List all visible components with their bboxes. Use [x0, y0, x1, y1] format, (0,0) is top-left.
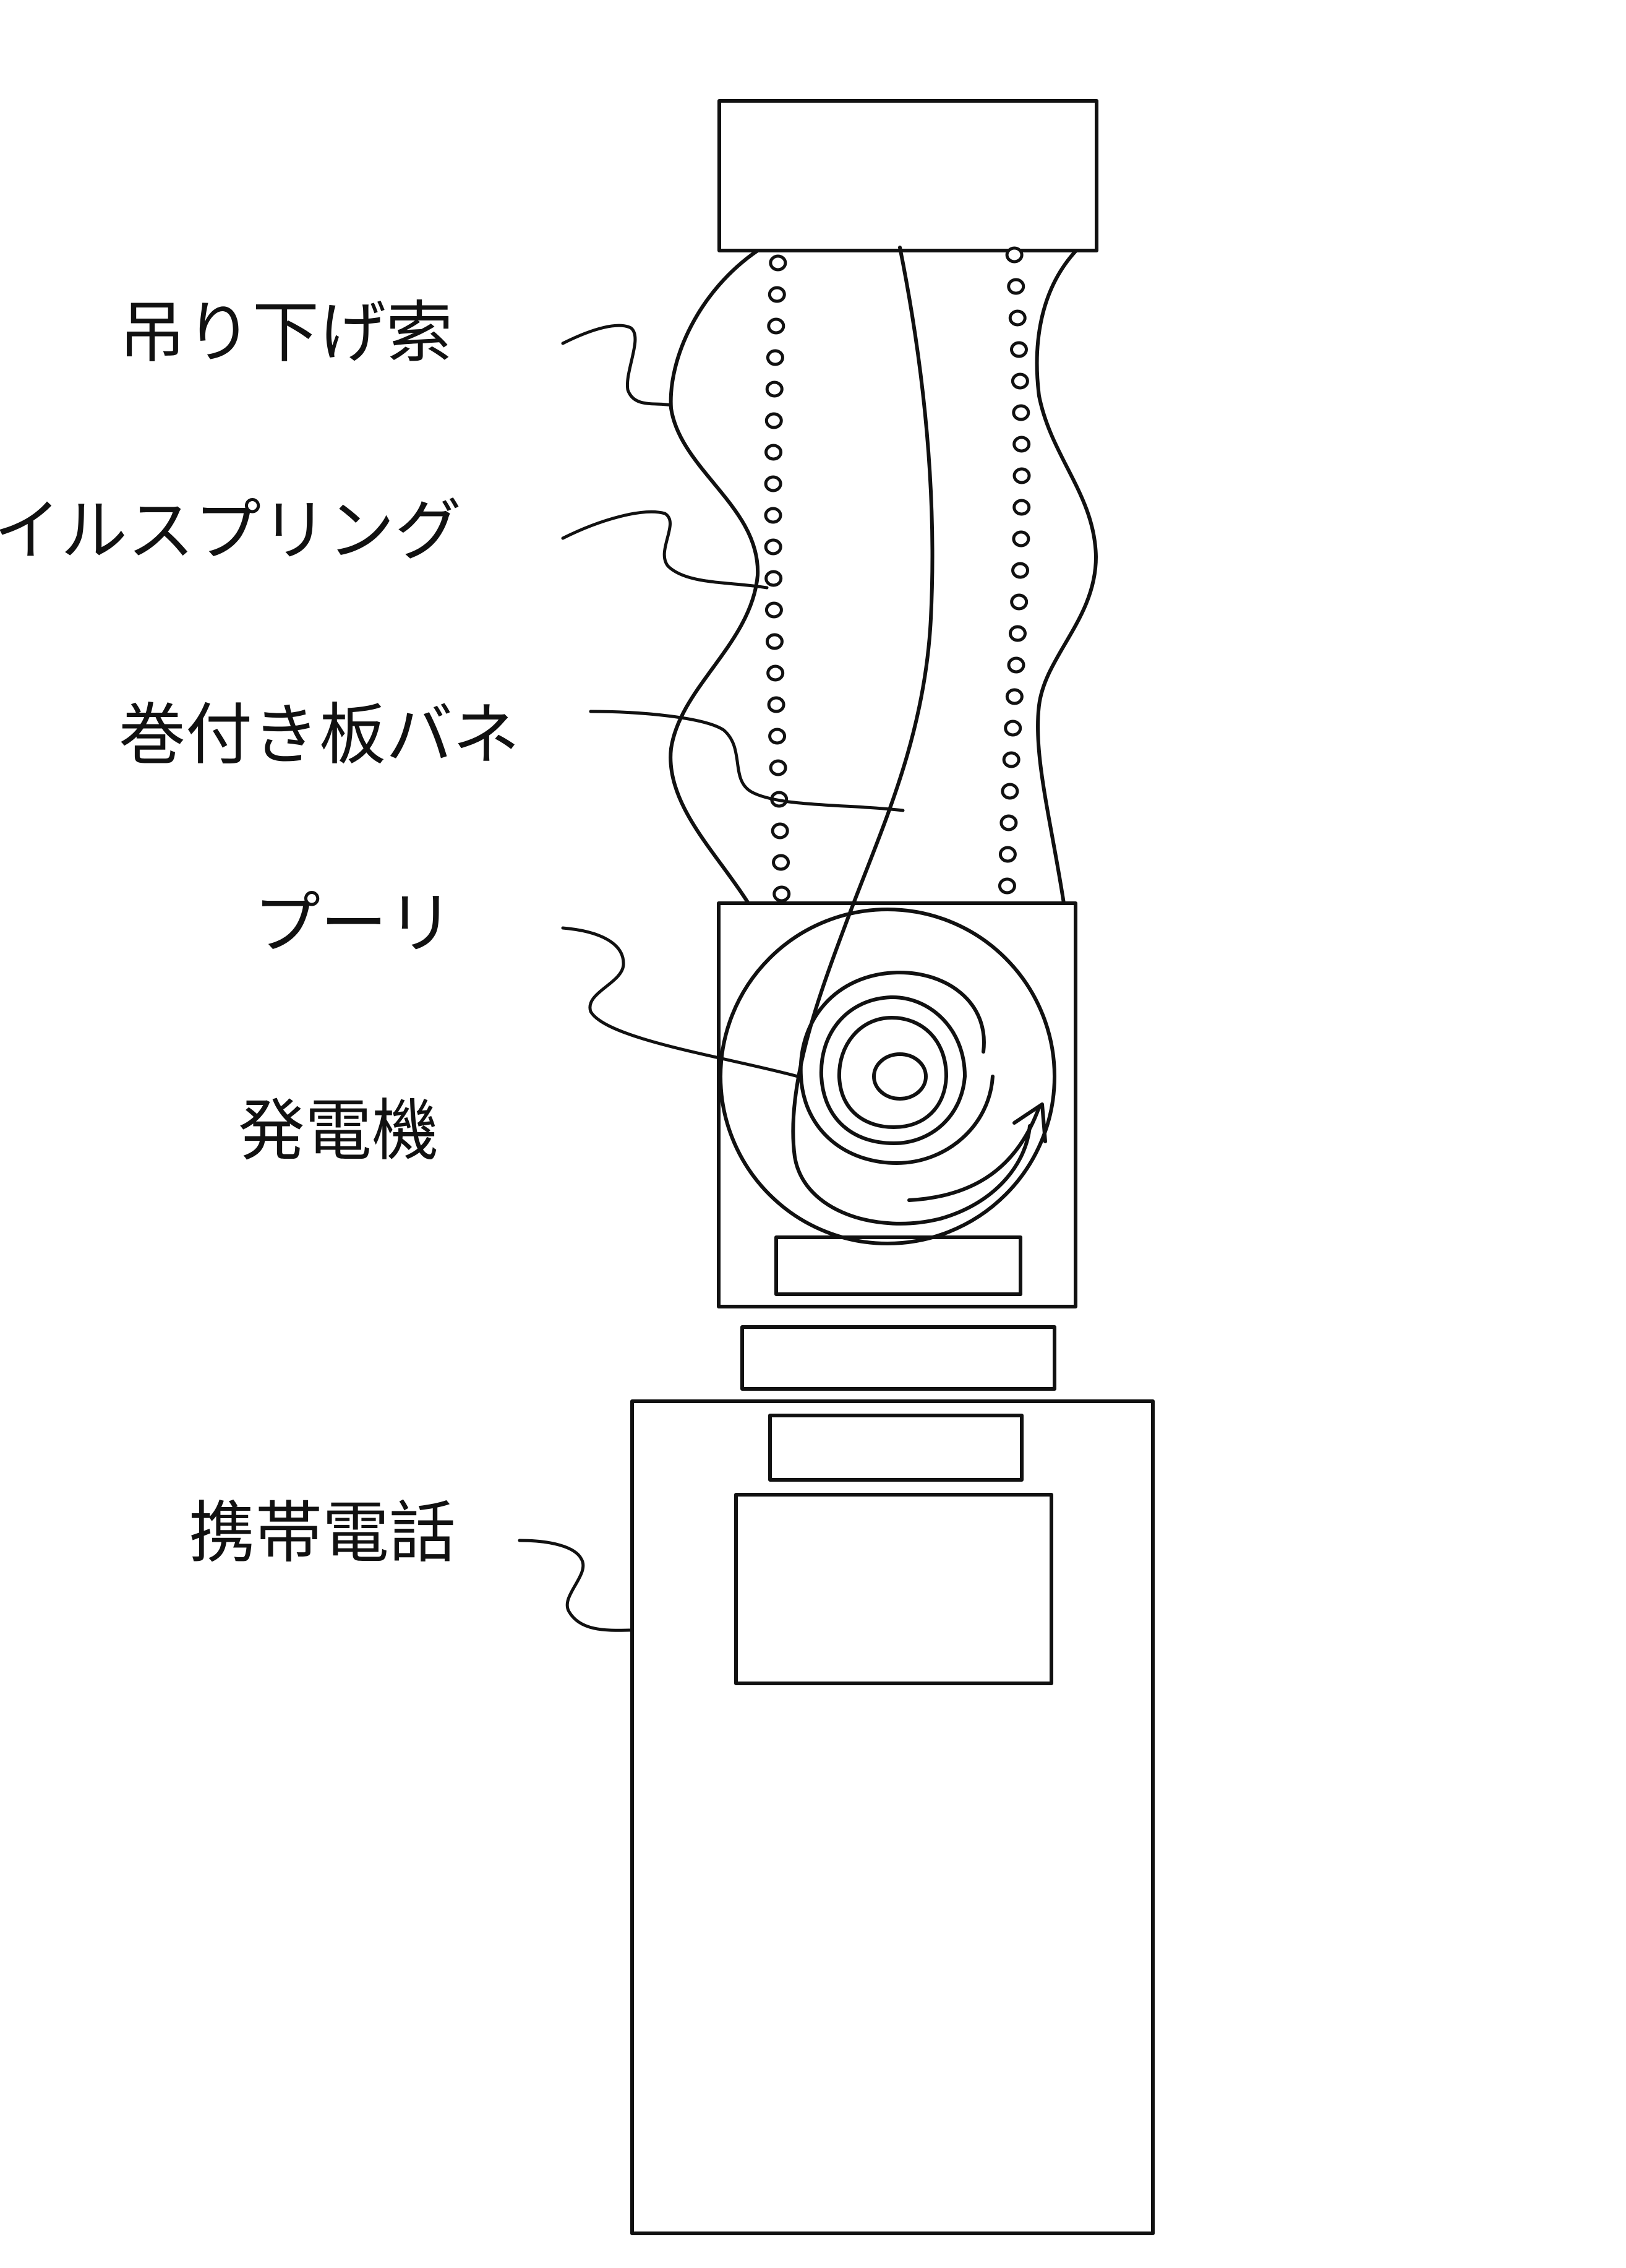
coil-spring-loop: [766, 349, 784, 366]
coil-spring-loop: [1004, 719, 1022, 737]
mobile-phone-body: [630, 1399, 1155, 2235]
leader-wound-leaf-spring: [589, 710, 905, 812]
coil-spring-loop: [1012, 530, 1030, 548]
coil-spring-loop: [998, 846, 1017, 863]
label-generator: 発電機: [238, 1093, 439, 1170]
coil-spring-right-column: [998, 246, 1031, 895]
suspension-cord-left-line: [669, 249, 760, 905]
wound-leaf-spring: [791, 246, 1032, 1226]
coil-spring-loop: [765, 633, 784, 650]
coil-spring-loop: [764, 538, 782, 556]
coil-spring-loop: [998, 877, 1016, 895]
rotation-arrow-icon: [907, 1106, 1041, 1202]
coil-spring-loop: [1005, 246, 1024, 264]
leader-pulley: [561, 926, 800, 1078]
coil-spring-loop: [1012, 404, 1030, 421]
coil-spring-loop: [1008, 625, 1027, 642]
label-pulley: プーリ: [254, 885, 454, 963]
coil-spring-loop: [1009, 341, 1028, 358]
pulley-spiral-ring-middle: [819, 995, 967, 1145]
coil-spring-loop: [769, 759, 787, 776]
coil-spring-loop: [1001, 783, 1019, 800]
coil-spring-loop: [1012, 467, 1031, 484]
coil-spring-loop: [771, 822, 789, 840]
coil-spring-loop: [1008, 309, 1027, 327]
coil-spring-loop: [768, 728, 787, 745]
coil-spring-loop: [1007, 278, 1025, 295]
coil-spring-loop: [999, 814, 1018, 831]
coil-spring-loop: [767, 317, 785, 335]
generator-output-slot: [774, 1235, 1022, 1296]
generator-housing: [717, 901, 1077, 1308]
coil-spring-loop: [1010, 593, 1029, 611]
leader-coil-spring: [561, 510, 769, 590]
suspension-cord-right-line: [1035, 249, 1098, 905]
coil-spring-loop: [1012, 499, 1031, 516]
coil-spring-loop: [1012, 436, 1031, 453]
coil-spring-loop: [764, 412, 783, 429]
coil-spring-loop: [764, 475, 782, 492]
pulley-spiral-ring-inner: [837, 1016, 948, 1129]
coil-spring-loop: [1011, 372, 1029, 390]
label-suspension-cord: 吊り下げ索: [119, 294, 453, 372]
coil-spring-loop: [1011, 562, 1030, 579]
coil-spring-loop: [769, 254, 787, 272]
coil-spring-loop: [1005, 688, 1024, 705]
coil-spring-left-column: [764, 254, 791, 903]
label-wound-leaf-spring: 巻付き板バネ: [119, 697, 520, 774]
label-coil-spring: イルスプリング: [0, 492, 461, 570]
coil-spring-loop: [772, 854, 790, 871]
coil-spring-loop: [768, 286, 786, 303]
top-mount-block: [717, 99, 1098, 252]
mobile-phone-speaker-slot: [768, 1414, 1024, 1482]
coil-spring-loop: [1007, 656, 1025, 674]
label-mobile-phone: 携帯電話: [189, 1495, 456, 1572]
coil-spring-loop: [764, 507, 782, 524]
leader-suspension-cord: [561, 324, 673, 407]
pulley-spiral-ring-outer: [798, 970, 995, 1165]
coil-spring-loop: [766, 664, 785, 682]
coil-spring-loop: [764, 444, 783, 461]
rotation-arrow-head-icon: [1012, 1102, 1047, 1143]
pulley-hub: [872, 1052, 928, 1101]
coil-spring-loop: [767, 696, 785, 713]
coil-spring-loop: [764, 601, 783, 619]
coil-spring-loop: [764, 570, 783, 587]
coil-spring-loop: [1002, 751, 1021, 768]
coil-spring-loop: [772, 885, 791, 903]
coil-spring-loop: [765, 380, 784, 398]
connector-block: [740, 1325, 1056, 1391]
leader-mobile-phone: [518, 1539, 634, 1632]
pulley-outer-circle: [719, 908, 1056, 1245]
mobile-phone-screen: [734, 1493, 1053, 1685]
